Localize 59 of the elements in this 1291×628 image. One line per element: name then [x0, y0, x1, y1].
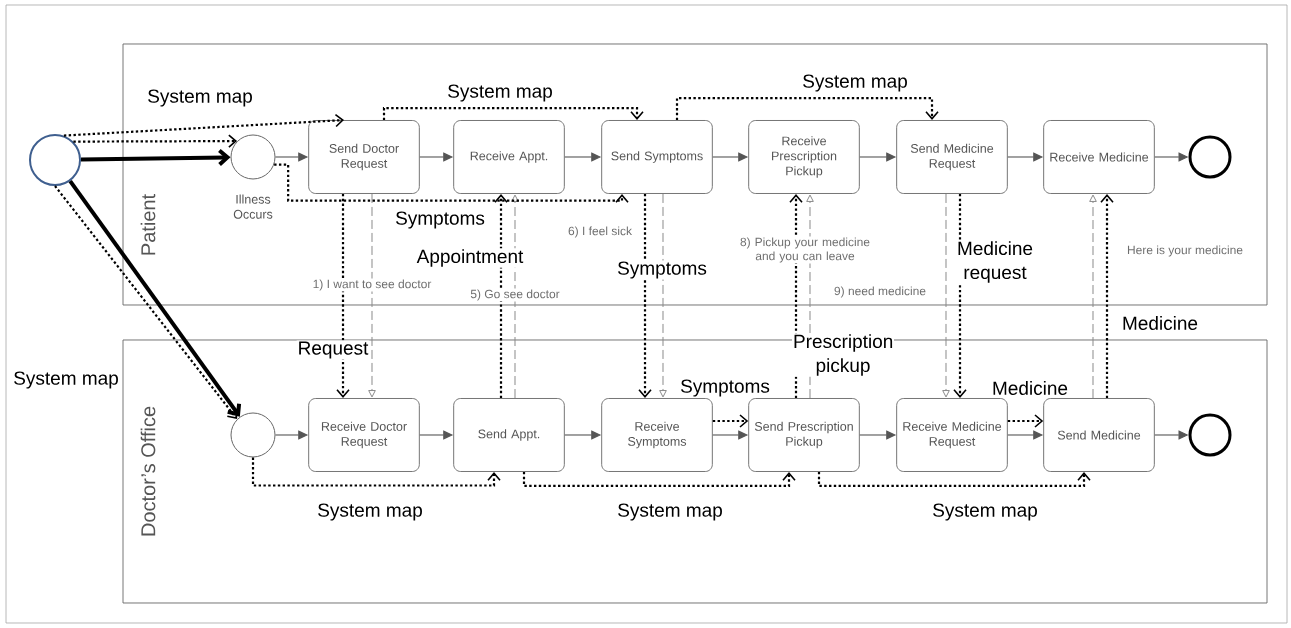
dotted-arrow: [251, 457, 501, 487]
edge-label: 9) need medicine: [833, 285, 928, 299]
arrow: [81, 148, 231, 166]
task-box: Send Symptoms: [601, 120, 713, 194]
message-flow: [511, 194, 519, 399]
edge-label: Symptoms: [616, 260, 708, 280]
edge-label: Medicine: [1121, 315, 1199, 331]
edge-label: Medicine request: [954, 240, 1036, 284]
message-flow: [368, 193, 376, 398]
task-box: Receive Medicine: [1043, 120, 1155, 194]
edge-label: System map: [446, 83, 554, 103]
edge-label: Medicine: [991, 380, 1069, 396]
dotted-arrow: [1007, 414, 1044, 428]
edge-label: System map: [146, 88, 254, 108]
dotted-arrow: [712, 414, 749, 428]
task-box: Receive Medicine Request: [896, 398, 1008, 472]
task-box: Send Medicine Request: [896, 120, 1008, 194]
end-circle: [1188, 413, 1232, 457]
task-box: Send Appt.: [453, 398, 565, 472]
edge-label: System map: [801, 73, 909, 93]
message-flow: [659, 193, 667, 398]
end-circle: [1188, 135, 1232, 179]
dotted-arrow: [817, 471, 1091, 488]
task-box: Send Doctor Request: [308, 120, 420, 194]
task-box: Send Medicine: [1043, 398, 1155, 472]
edge-label: Symptoms: [679, 378, 771, 398]
dotted-arrow: [336, 193, 350, 399]
edge-label: Appointment: [415, 248, 525, 268]
edge-label: 6) I feel sick: [567, 225, 633, 239]
start-circle: [29, 134, 81, 186]
edge-label: Symptoms: [394, 210, 486, 230]
event-circle: [230, 412, 276, 458]
task-box: Receive Appt.: [453, 120, 565, 194]
edge-label: System map: [616, 502, 724, 522]
edge-label: Request: [296, 340, 370, 360]
dotted-arrow: [638, 193, 652, 399]
edge-label: System map: [12, 370, 120, 390]
dotted-arrow: [1100, 193, 1114, 399]
edge-label: 8) Pickup your medicine and you can leave: [729, 236, 881, 264]
dotted-arrow: [382, 106, 644, 121]
node-label: Illness Occurs: [233, 194, 273, 219]
message-flow: [942, 193, 950, 398]
dotted-arrow: [522, 471, 796, 488]
task-box: Receive Doctor Request: [308, 398, 420, 472]
message-flow: [1089, 194, 1097, 399]
edge-label: Prescription pickup: [792, 333, 894, 377]
edge-label: 5) Go see doctor: [469, 288, 561, 302]
edge-label: 1) I want to see doctor: [311, 278, 433, 292]
task-box: Receive Symptoms: [601, 398, 713, 472]
task-box: Send Prescription Pickup: [748, 398, 860, 472]
dotted-arrow: [274, 163, 629, 203]
dotted-arrow: [675, 96, 939, 121]
edge-label: Here is your medicine: [1126, 244, 1245, 258]
task-box: Receive Prescription Pickup: [748, 120, 860, 194]
edge-label: System map: [931, 502, 1039, 522]
dotted-arrow: [63, 113, 344, 137]
edge-label: System map: [316, 502, 424, 522]
dotted-arrow: [494, 193, 508, 399]
dotted-arrow: [73, 134, 238, 148]
